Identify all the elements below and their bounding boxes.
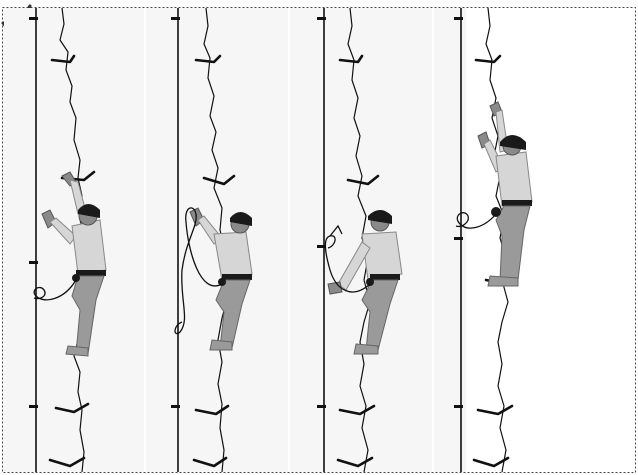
panel-3-anchor-3 bbox=[338, 404, 376, 416]
panel-2-anchor-3 bbox=[194, 404, 230, 416]
panel-4-bolt-mid bbox=[454, 237, 463, 240]
panel-4-climber-boot bbox=[487, 275, 519, 287]
panel-2-climber-harness bbox=[222, 274, 252, 280]
panel-2-climber-boot bbox=[209, 339, 233, 351]
panel-4-anchor-4 bbox=[472, 456, 510, 468]
panel-3-bolt-low bbox=[317, 405, 326, 408]
panel-1-bolt-top bbox=[29, 17, 38, 20]
panel-3-climber-torso bbox=[361, 231, 403, 281]
panel-4-anchor-1 bbox=[474, 54, 502, 64]
panel-2-climber-helmet bbox=[230, 212, 252, 226]
panel-1-climber-carabiner bbox=[72, 274, 80, 282]
figure-frame bbox=[2, 7, 636, 473]
panel-4-anchor-3 bbox=[476, 404, 514, 416]
panel-4-bolt-top bbox=[454, 17, 463, 20]
panel-1-climber-boot bbox=[65, 345, 89, 357]
panel-3-bolt-top bbox=[317, 17, 326, 20]
panel-1-anchor-1 bbox=[50, 54, 76, 64]
panel-3-climber-boot bbox=[353, 343, 379, 355]
panel-3-anchor-4 bbox=[336, 456, 374, 468]
panel-1 bbox=[4, 7, 144, 473]
panel-3-background bbox=[290, 8, 432, 472]
panel-2-rock-crack bbox=[203, 7, 229, 473]
panel-4-climber-harness bbox=[502, 200, 532, 206]
panel-1-bolt-mid bbox=[29, 261, 38, 264]
panel-2-bolt-top bbox=[171, 17, 180, 20]
panel-1-climber-lanyard bbox=[33, 279, 77, 301]
panel-3-climber-helmet bbox=[368, 210, 392, 224]
panel-2-climber bbox=[174, 207, 253, 351]
panel-3-climber-hand bbox=[327, 281, 343, 295]
panel-2-climber-lanyard bbox=[174, 207, 223, 335]
panel-3 bbox=[290, 7, 432, 473]
panel-2-anchor-4 bbox=[192, 456, 228, 468]
panel-4-climber-torso bbox=[495, 151, 533, 207]
panel-3-climber-lanyard bbox=[324, 235, 371, 293]
panel-2-climber-carabiner bbox=[218, 278, 226, 286]
panel-1-bolt-low bbox=[29, 405, 38, 408]
panel-3-climber-harness bbox=[370, 274, 400, 280]
panel-3-bolt-mid bbox=[317, 245, 326, 248]
panel-4-bolt-low bbox=[454, 405, 463, 408]
panel-2-anchor-1 bbox=[194, 54, 222, 64]
panel-1-anchor-3 bbox=[54, 402, 90, 414]
panel-3-climber-arm bbox=[337, 241, 371, 291]
panel-3-climber-sling-hook bbox=[329, 224, 343, 237]
panel-4-climber-helmet bbox=[500, 135, 526, 150]
panel-2-anchor-2 bbox=[202, 174, 236, 186]
panel-1-climber-torso bbox=[71, 219, 107, 275]
panel-3-rock-crack bbox=[347, 7, 371, 473]
panel-1-anchor-4 bbox=[48, 456, 86, 468]
panel-4-climber-carabiner bbox=[491, 207, 501, 217]
panel-3-climber bbox=[324, 210, 403, 355]
panel-2-bolt-low bbox=[171, 405, 180, 408]
panel-1-climber-harness bbox=[76, 270, 106, 276]
panel-1-climber-helmet bbox=[78, 204, 100, 218]
panel-1-climber bbox=[33, 171, 107, 357]
panel-3-anchor-1 bbox=[338, 54, 364, 64]
panel-4-climber-lanyard bbox=[455, 212, 497, 229]
panel-4 bbox=[434, 7, 533, 473]
panel-3-climber-carabiner bbox=[366, 278, 374, 286]
panel-2 bbox=[146, 7, 288, 473]
panel-3-anchor-2 bbox=[346, 174, 380, 186]
panel-4-climber bbox=[455, 101, 533, 287]
